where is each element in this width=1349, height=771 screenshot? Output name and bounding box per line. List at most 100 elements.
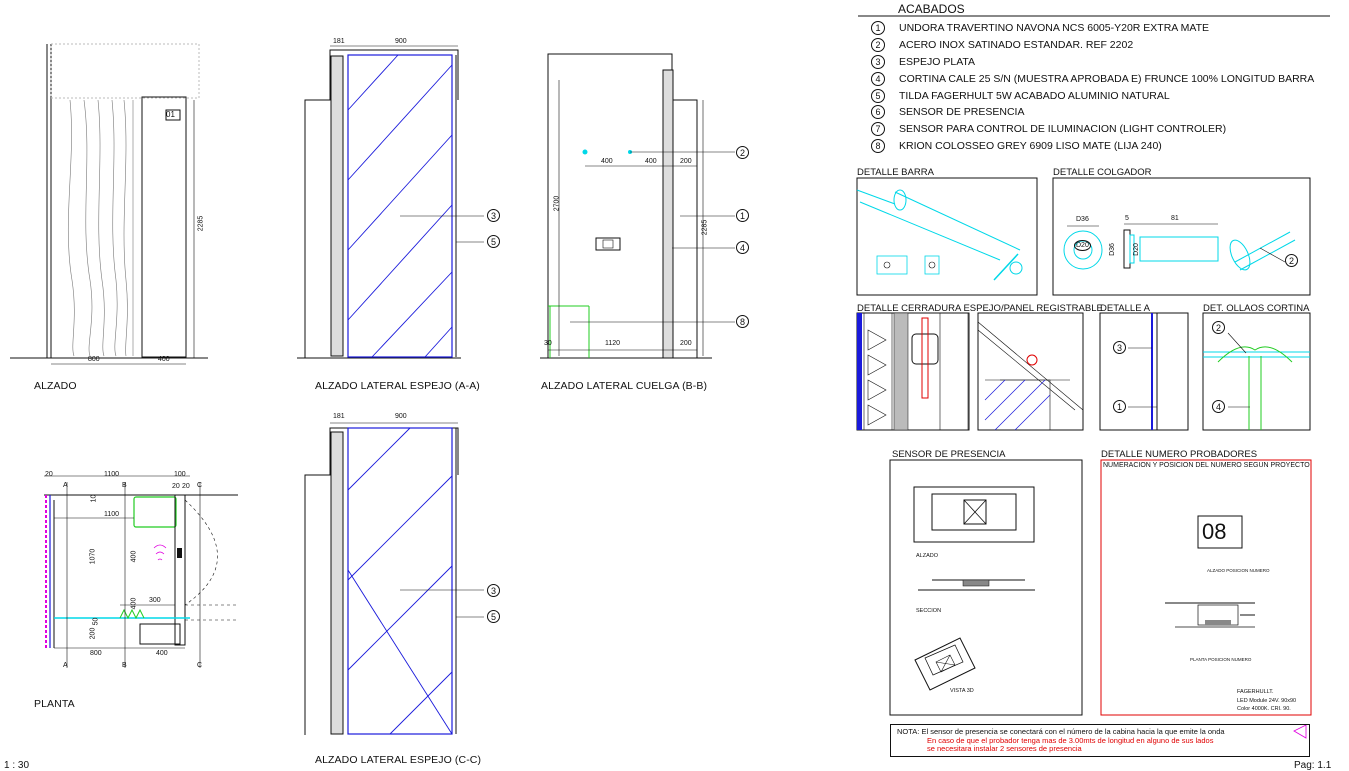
dim-text: 10 — [90, 494, 98, 503]
dim-text: D20 — [1074, 240, 1091, 251]
dim-text: 5 — [1125, 215, 1129, 222]
dim-text: 1100 — [104, 471, 120, 478]
view-title-aa: ALZADO LATERAL ESPEJO (A-A) — [315, 380, 480, 392]
section-marker-b: B — [122, 482, 127, 489]
dim-text: 181 — [333, 413, 345, 420]
dim-text: 800 — [90, 650, 102, 657]
detail-title-sensor: SENSOR DE PRESENCIA — [892, 449, 1006, 460]
section-marker-a: A — [63, 482, 68, 489]
dim-text: 2285 — [701, 219, 709, 236]
fagerhult-label: FAGERHULLT. — [1237, 689, 1274, 695]
detail-title-barra: DETALLE BARRA — [857, 167, 934, 178]
dim-text: 81 — [1171, 215, 1179, 222]
dim-text: 300 — [149, 597, 161, 604]
section-marker-a: A — [63, 662, 68, 669]
callout-4: 4 — [736, 241, 749, 254]
note-line-1: NOTA: El sensor de presencia se conectar… — [897, 727, 1225, 736]
dim-text: 2285 — [197, 215, 205, 232]
detalle-colgador-drawing — [1052, 177, 1311, 296]
dim-text: 1070 — [89, 548, 97, 565]
dim-text: 200 — [680, 158, 692, 165]
dim-text: 20 — [45, 471, 53, 478]
dim-text: D20 — [1132, 243, 1140, 256]
dim-text: 400 — [156, 650, 168, 657]
door-number: 01 — [166, 110, 175, 119]
dim-text: 50 — [92, 617, 100, 626]
section-marker-b: B — [122, 662, 127, 669]
led-module-label: LED Module 24V. 90x90 — [1237, 698, 1297, 704]
detail-title-colgador: DETALLE COLGADOR — [1053, 167, 1152, 178]
callout-3: 3 — [487, 209, 500, 222]
detail-title-a: DETALLE A — [1100, 303, 1150, 314]
numero-display: 08 — [1202, 519, 1227, 544]
dim-text: 800 — [88, 356, 100, 363]
alzado-drawing — [10, 43, 208, 365]
callout-5: 5 — [487, 610, 500, 623]
callout-2: 2 — [736, 146, 749, 159]
alzado-cc-drawing — [304, 422, 484, 735]
callout-3: 3 — [487, 584, 500, 597]
section-marker-c: C — [197, 482, 203, 489]
callout-5: 5 — [487, 235, 500, 248]
view-title-cc: ALZADO LATERAL ESPEJO (C-C) — [315, 754, 482, 766]
dim-text: 2700 — [553, 195, 561, 212]
dim-text: 100 — [174, 471, 186, 478]
dim-text: 200 — [89, 627, 97, 640]
sensor-vista-label: VISTA 3D — [950, 688, 974, 694]
numero-subtitle: NUMERACION Y POSICION DEL NUMERO SEGUN P… — [1103, 462, 1310, 469]
view-title-planta: PLANTA — [34, 698, 75, 710]
callout-4: 4 — [1212, 400, 1225, 413]
dim-text: D36 — [1076, 216, 1089, 223]
page-label: Pag: 1.1 — [1294, 760, 1332, 771]
dim-text: 20 — [172, 483, 180, 490]
acabados-title: ACABADOS — [898, 2, 965, 16]
dim-text: 1120 — [605, 340, 621, 347]
callout-1: 1 — [1113, 400, 1126, 413]
detail-title-numero: DETALLE NUMERO PROBADORES — [1101, 449, 1258, 460]
numero-alzado-label: ALZADO POSICION NUMERO — [1207, 568, 1270, 573]
sensor-wave-icon — [1293, 724, 1307, 739]
callout-3: 3 — [1113, 341, 1126, 354]
alzado-aa-drawing — [297, 45, 484, 359]
numero-planta-label: PLANTA POSICION NUMERO — [1190, 657, 1252, 662]
dim-text: 400 — [130, 597, 138, 610]
scale-label: 1 : 30 — [4, 760, 30, 771]
sensor-alzado-label: ALZADO — [916, 553, 939, 559]
dim-text: 20 — [182, 483, 190, 490]
dim-text: 1100 — [104, 511, 120, 518]
view-title-alzado: ALZADO — [34, 380, 77, 392]
dim-text: D36 — [1108, 243, 1116, 256]
dim-text: 400 — [130, 550, 138, 563]
dim-text: 30 — [544, 340, 552, 347]
detalle-barra-drawing — [856, 177, 1038, 296]
dim-text: 900 — [395, 38, 407, 45]
dim-text: 900 — [395, 413, 407, 420]
detalle-a-drawing — [1099, 312, 1189, 431]
dim-text: 400 — [601, 158, 613, 165]
callout-1: 1 — [736, 209, 749, 222]
view-title-bb: ALZADO LATERAL CUELGA (B-B) — [541, 380, 708, 392]
detail-title-ollaos: DET. OLLAOS CORTINA — [1203, 303, 1310, 314]
dim-text: 400 — [158, 356, 170, 363]
detalle-ollaos-drawing — [1202, 312, 1311, 431]
detail-title-cerradura: DETALLE CERRADURA ESPEJO/PANEL REGISTRAB… — [857, 303, 1103, 314]
callout-2: 2 — [1285, 254, 1298, 267]
note-box: NOTA: El sensor de presencia se conectar… — [890, 724, 1310, 757]
note-line-2: En caso de que el probador tenga mas de … — [927, 735, 1214, 745]
callout-2: 2 — [1212, 321, 1225, 334]
dim-text: 181 — [333, 38, 345, 45]
callout-8: 8 — [736, 315, 749, 328]
alzado-bb-drawing — [540, 53, 735, 359]
section-marker-c: C — [197, 662, 203, 669]
sensor-detail-drawing — [889, 459, 1083, 716]
